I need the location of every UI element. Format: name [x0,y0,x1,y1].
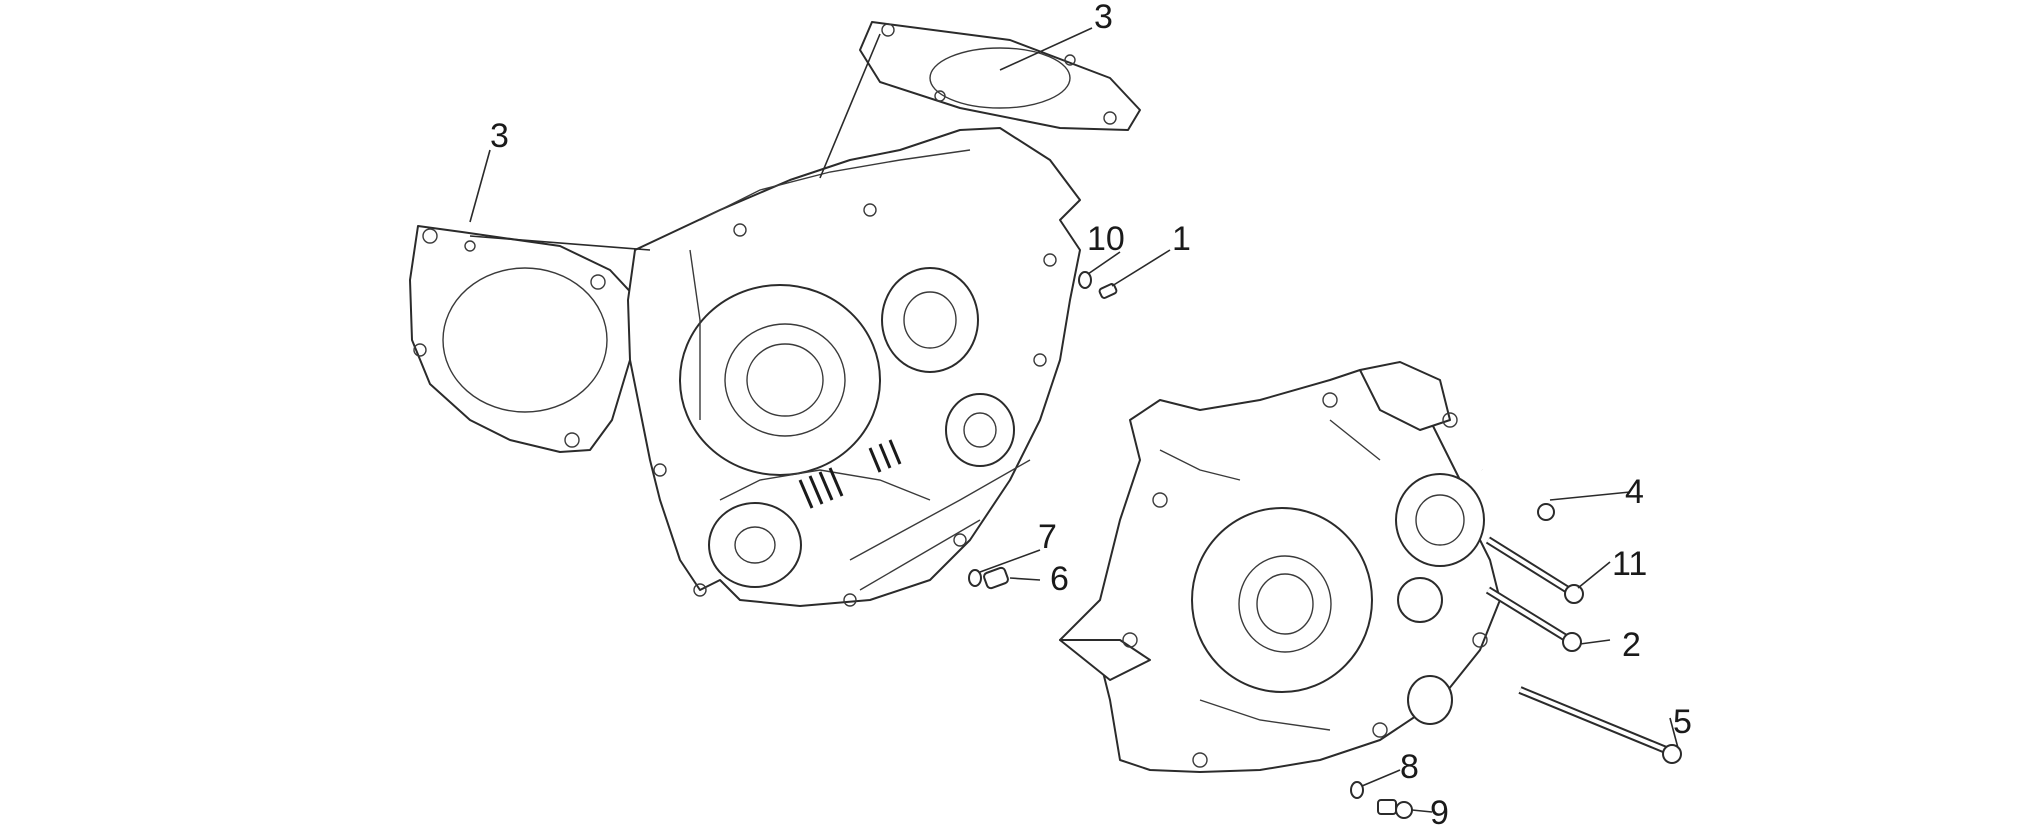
washer-7 [968,569,982,587]
callout-8: 8 [1400,748,1419,786]
o-ring-10 [1078,271,1092,289]
callout-3-top: 3 [1094,0,1113,36]
washer-8 [1350,781,1364,799]
callout-1: 1 [1172,220,1191,258]
bolt-2 [1485,586,1582,652]
crankcase-half-right [1059,361,1501,773]
plug-6 [983,566,1009,590]
callout-4: 4 [1625,473,1644,511]
callout-10: 10 [1087,220,1125,258]
callout-7: 7 [1038,518,1057,556]
head-gasket-top [859,21,1141,131]
plug-9 [1377,799,1413,819]
callout-6: 6 [1050,560,1069,598]
bolt-5 [1518,686,1682,764]
leader-lines [469,27,1679,813]
dowel-pin-1 [1098,283,1118,299]
crankcase-half-left [627,127,1081,607]
callout-3-left: 3 [490,117,509,155]
head-gasket-left [409,225,639,453]
callout-9: 9 [1430,794,1449,827]
callout-11: 11 [1612,545,1647,583]
bolt-4 [1480,468,1555,521]
bolt-11 [1485,536,1584,604]
callout-2: 2 [1622,626,1641,664]
callout-5: 5 [1673,703,1692,741]
